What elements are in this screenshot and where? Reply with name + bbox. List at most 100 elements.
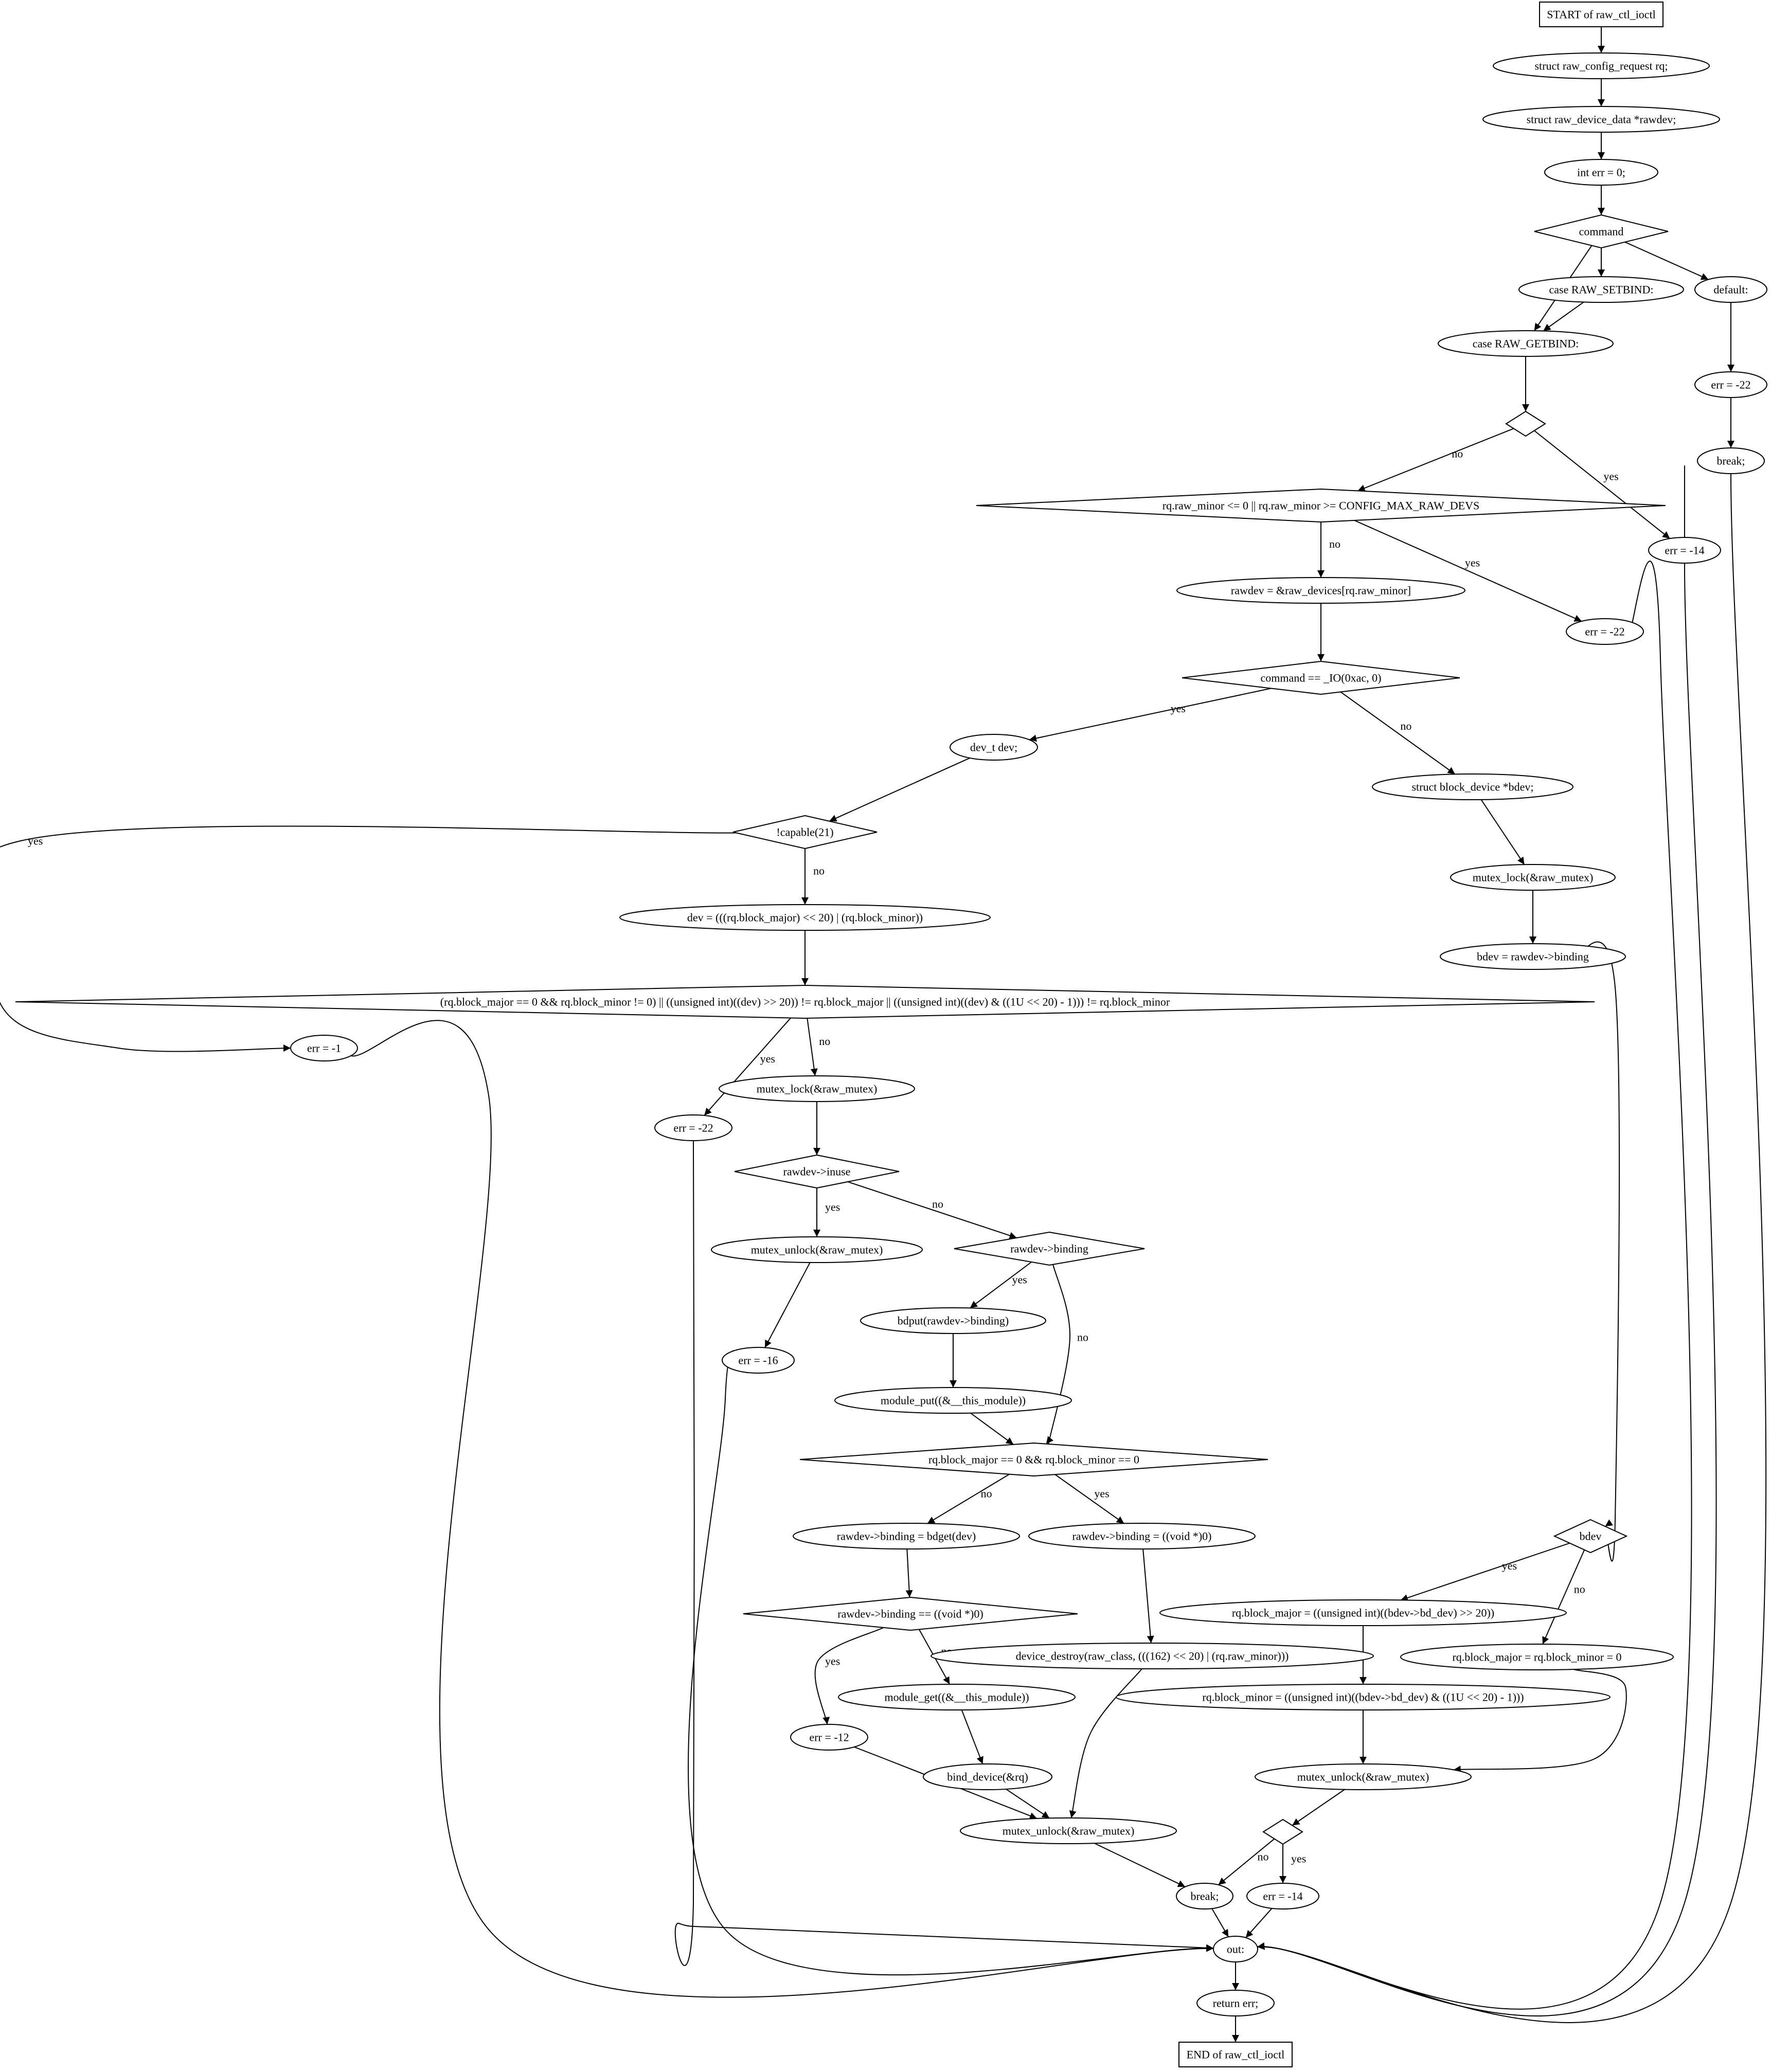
node-devt: dev_t dev; [950, 734, 1038, 761]
node-label: err = -1 [307, 1042, 341, 1055]
node-ellipse-shape [793, 1523, 1020, 1550]
node-label: bind_device(&rq) [947, 1771, 1028, 1783]
edge-e22b-to-out [674, 1140, 1214, 1966]
edge-bindnull-to-devdestroy [1142, 1548, 1154, 1644]
node-ellipse-shape [960, 1817, 1177, 1844]
node-label: err = -12 [809, 1731, 849, 1744]
edge-bigcond-to-lock1 [807, 1018, 818, 1076]
edge-bzero-to-unlock2 [1453, 1669, 1627, 1773]
node-binddev: bind_device(&rq) [923, 1763, 1052, 1790]
node-label: device_destroy(raw_class, (((162) << 20)… [1016, 1650, 1289, 1663]
node-d_err22: err = -22 [1694, 371, 1767, 398]
edge-bindnullchk-to-e12 [814, 1627, 884, 1725]
edge-unlock3-to-brk2 [1094, 1843, 1186, 1887]
edge-label-no: no [981, 1487, 992, 1500]
node-diamond-shape [1505, 410, 1546, 437]
node-e16: err = -16 [722, 1347, 795, 1374]
edge-c1-to-minorchk [1357, 428, 1514, 492]
edge-label-yes: yes [1094, 1487, 1109, 1500]
node-label: struct block_device *bdev; [1411, 781, 1533, 794]
node-label: dev = (((rq.block_major) << 20) | (rq.bl… [687, 911, 923, 924]
edge-label-yes: yes [1291, 1852, 1306, 1865]
node-label: module_put((&__this_module)) [881, 1394, 1026, 1407]
node-ellipse-shape [1493, 52, 1710, 79]
node-ellipse-shape [1400, 1644, 1674, 1670]
node-diamond-shape [743, 1596, 1078, 1631]
edge-label-yes: yes [1502, 1559, 1517, 1572]
node-diamond-shape [954, 1231, 1145, 1266]
node-e14b: err = -14 [1246, 1883, 1319, 1909]
node-ellipse-shape [722, 1347, 795, 1374]
node-label: err = -14 [1665, 544, 1704, 557]
node-label: bdev = rawdev->binding [1477, 950, 1589, 963]
node-label: rq.block_minor = ((unsigned int)((bdev->… [1202, 1691, 1524, 1704]
edge-cmd-to-default [1624, 241, 1709, 280]
edge-zerochk-to-bindnull [1054, 1474, 1124, 1524]
edge-label-yes: yes [825, 1200, 840, 1213]
node-n2: struct raw_device_data *rawdev; [1482, 106, 1720, 133]
node-label: int err = 0; [1577, 166, 1625, 179]
node-label: err = -22 [1585, 625, 1624, 638]
node-label: out: [1227, 1943, 1244, 1956]
node-bdget: rawdev->binding = bdget(dev) [793, 1523, 1020, 1550]
node-ellipse-shape [1159, 1599, 1567, 1626]
node-cmd: command [1534, 214, 1669, 249]
node-ellipse-shape [1566, 618, 1644, 645]
node-start: START of raw_ctl_ioctl [1539, 2, 1663, 27]
node-diamond-shape [1534, 214, 1669, 249]
node-ellipse-shape [654, 1114, 732, 1141]
node-label: err = -16 [738, 1354, 778, 1367]
edge-label-yes: yes [1465, 556, 1480, 569]
node-label: bdev [1580, 1530, 1602, 1543]
node-diamond-shape [799, 1442, 1268, 1477]
node-ellipse-shape [860, 1307, 1046, 1334]
node-ret: return err; [1196, 1990, 1275, 2016]
node-ellipse-shape [834, 1387, 1072, 1414]
node-bdput: bdput(rawdev->binding) [860, 1307, 1046, 1334]
node-cmdio: command == _IO(0xac, 0) [1182, 660, 1460, 695]
node-diamond-shape [1182, 660, 1460, 695]
edge-label-no: no [1257, 1850, 1268, 1863]
node-ellipse-shape [1255, 1763, 1472, 1790]
edge-cmdio-to-devt [1029, 688, 1272, 742]
node-label: return err; [1213, 1997, 1259, 2010]
node-default: default: [1694, 276, 1767, 303]
node-box-shape [1178, 2042, 1293, 2067]
node-label: break; [1717, 455, 1745, 467]
node-label: (rq.block_major == 0 && rq.block_minor !… [440, 996, 1170, 1008]
node-ellipse-shape [1213, 1936, 1258, 1962]
node-label: END of raw_ctl_ioctl [1187, 2048, 1285, 2061]
edge-label-no: no [1329, 537, 1340, 550]
node-label: rq.block_major = ((unsigned int)((bdev->… [1232, 1607, 1494, 1619]
node-sbd: struct block_device *bdev; [1372, 773, 1573, 800]
edge-modget-to-binddev [961, 1709, 983, 1764]
node-label: bdput(rawdev->binding) [898, 1314, 1009, 1327]
node-ellipse-shape [1648, 537, 1721, 564]
node-ellipse-shape [1518, 276, 1684, 303]
node-bzero: rq.block_major = rq.block_minor = 0 [1400, 1644, 1674, 1670]
node-bdevbind: bdev = rawdev->binding [1440, 943, 1626, 970]
node-label: break; [1191, 1890, 1219, 1903]
node-ellipse-shape [1028, 1523, 1256, 1550]
edge-binddev-to-unlock3 [1006, 1789, 1050, 1819]
node-bindnull: rawdev->binding = ((void *)0) [1028, 1523, 1256, 1550]
edge-c2-to-brk2 [1218, 1838, 1275, 1885]
node-label: rq.block_major == 0 && rq.block_minor ==… [928, 1453, 1139, 1466]
node-label: struct raw_config_request rq; [1534, 60, 1668, 73]
node-label: err = -22 [1711, 379, 1750, 391]
edge-e22a-to-out [1257, 561, 1692, 2010]
edge-label-yes: yes [1012, 1273, 1027, 1286]
node-label: mutex_lock(&raw_mutex) [757, 1083, 878, 1095]
edge-label-no: no [813, 864, 825, 877]
node-setbind: case RAW_SETBIND: [1518, 276, 1684, 303]
node-box-shape [1539, 2, 1663, 27]
node-label: rawdev->binding [1010, 1242, 1088, 1255]
edge-e12-to-unlock3 [854, 1746, 1037, 1819]
edge-label-yes: yes [28, 835, 43, 848]
node-ellipse-shape [619, 904, 991, 931]
edge-cmdio-to-sbd [1340, 691, 1456, 775]
node-label: struct raw_device_data *rawdev; [1527, 113, 1676, 126]
node-em1: err = -1 [290, 1035, 358, 1061]
node-diamond-shape [732, 815, 878, 850]
